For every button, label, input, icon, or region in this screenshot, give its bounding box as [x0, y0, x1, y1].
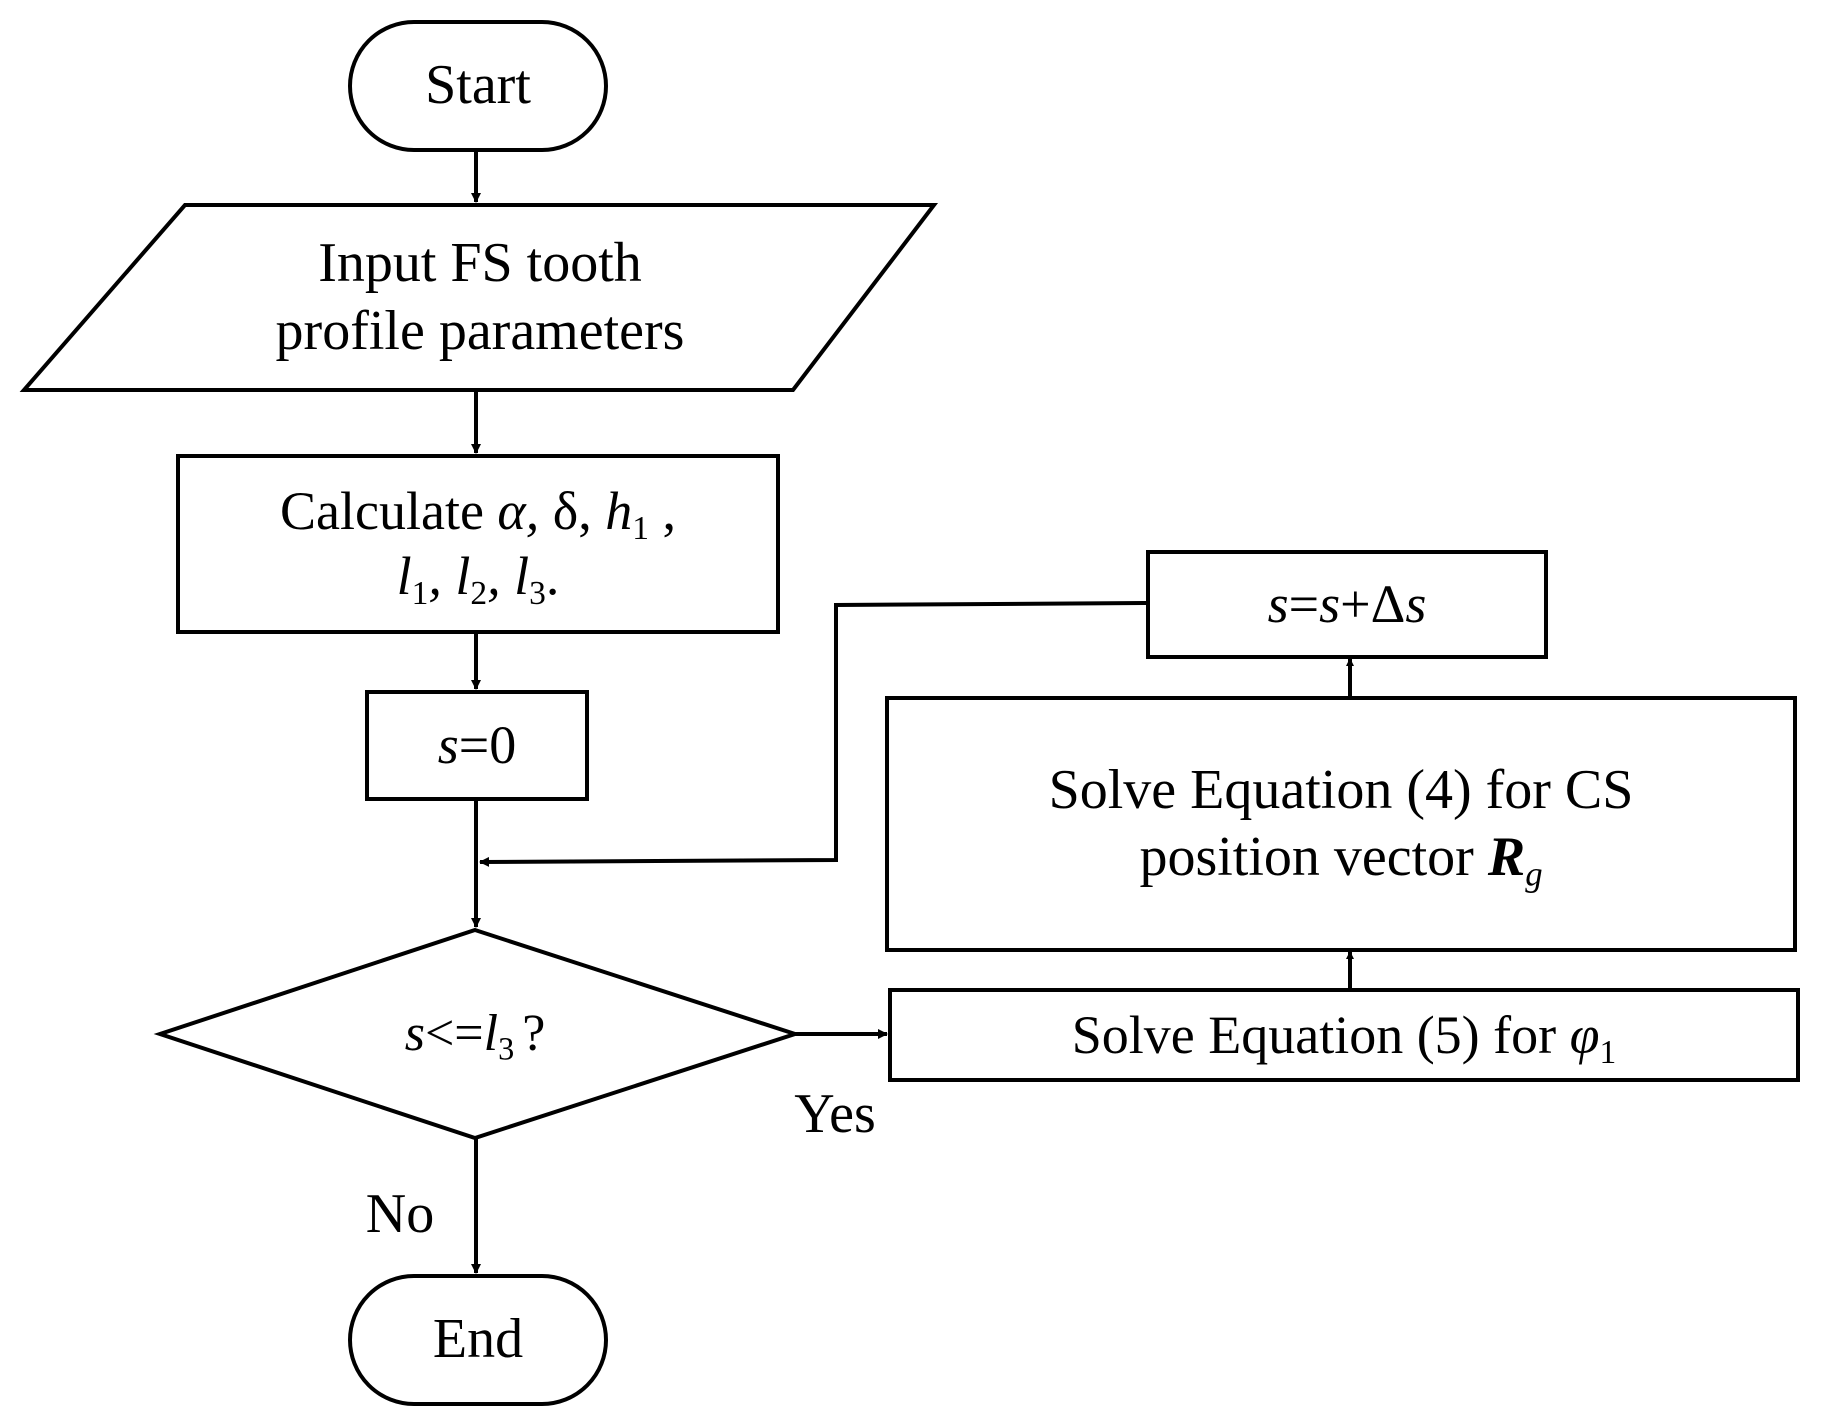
- calculate-line-1: Calculate α, δ, h1 ,: [280, 481, 676, 548]
- input-label: Input FS tooth profile parameters: [120, 205, 840, 390]
- input-parallelogram-shape: [19, 203, 939, 392]
- l3-symbol: l: [514, 546, 530, 606]
- loop-back-arrow: [479, 601, 1149, 867]
- no-branch-label: No: [365, 1183, 435, 1246]
- start-label: Start: [350, 22, 606, 150]
- s-symbol: s: [437, 715, 459, 776]
- alpha-symbol: α,: [497, 481, 540, 542]
- l1-symbol: l: [396, 546, 412, 606]
- start-text: Start: [425, 54, 531, 117]
- end-text: End: [432, 1308, 524, 1371]
- calculate-label: Calculate α, δ, h1 , l1, l2, l3.: [178, 456, 778, 632]
- increment-label: s=s+Δs: [1267, 574, 1427, 635]
- solve5-process-shape: [888, 988, 1800, 1082]
- end-terminal-shape: [348, 1274, 608, 1406]
- phi-symbol: φ: [1569, 1004, 1600, 1065]
- input-line-1: Input FS tooth: [318, 232, 642, 295]
- end-label: End: [350, 1276, 606, 1404]
- solve4-label: Solve Equation (4) for CS position vecto…: [887, 698, 1795, 950]
- init-label: s=0: [437, 715, 517, 776]
- yes-branch-label: Yes: [794, 1083, 876, 1146]
- solve5-label: Solve Equation (5) for φ1: [1071, 1004, 1617, 1071]
- h-symbol: h: [605, 481, 633, 542]
- solve4-line-1: Solve Equation (4) for CS: [1048, 758, 1634, 821]
- R-symbol: R: [1487, 826, 1526, 888]
- l2-symbol: l: [455, 546, 471, 606]
- calculate-line-2: l1, l2, l3.: [396, 546, 560, 613]
- decision-label: s<=l3?: [404, 1004, 546, 1067]
- solve4-line-2: position vector Rg: [1139, 826, 1543, 894]
- input-line-2: profile parameters: [275, 299, 685, 362]
- solve4-process-shape: [885, 696, 1797, 952]
- delta-symbol: δ,: [552, 481, 592, 542]
